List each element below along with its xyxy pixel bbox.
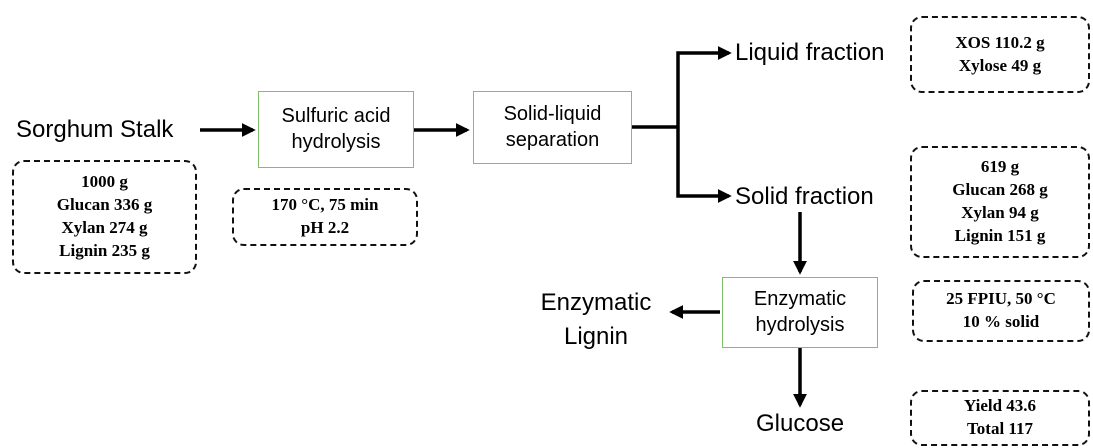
acid-conditions-line-1: 170 °C, 75 min [271, 195, 379, 215]
acid-conditions-line-2: pH 2.2 [300, 218, 350, 237]
liquid-products-line-2: Xylose 49 g [958, 55, 1042, 75]
solid-fraction-label: Solid fraction [735, 183, 874, 210]
enzymatic-hydrolysis-box: Enzymatic hydrolysis [722, 277, 878, 348]
glucose-label: Glucose [756, 410, 845, 437]
feedstock-note: 1000 g Glucan 336 g Xylan 274 g Lignin 2… [12, 160, 197, 274]
feedstock-line-3: Xylan 274 g [61, 218, 148, 237]
feedstock-line-2: Glucan 336 g [56, 195, 153, 215]
liquid-products-note: XOS 110.2 g Xylose 49 g [910, 16, 1090, 93]
acid-hydrolysis-box: Sulfuric acid hydrolysis [258, 91, 414, 168]
enzyme-conditions-line-1: 25 FPIU, 50 °C [946, 289, 1056, 309]
liquid-products-line-1: XOS 110.2 g [955, 32, 1045, 52]
enzymatic-lignin-label: Enzymatic Lignin [530, 286, 662, 353]
separation-box: Solid-liquid separation [473, 91, 632, 164]
enzymatic-lignin-line-2: Lignin [563, 322, 629, 350]
enzymatic-lignin-line-1: Enzymatic [540, 289, 652, 316]
enzymatic-hydrolysis-line-2: hydrolysis [755, 313, 845, 336]
glucose-result-note: Yield 43.6 Total 117 [910, 390, 1090, 446]
solid-composition-line-2: Glucan 268 g [952, 180, 1048, 200]
liquid-fraction-label: Liquid fraction [735, 39, 885, 66]
acid-hydrolysis-line-1: Sulfuric acid [281, 104, 391, 127]
enzymatic-hydrolysis-line-1: Enzymatic [753, 287, 847, 310]
arrow-split-to-liquid [676, 46, 732, 127]
sorghum-stalk-label: Sorghum Stalk [16, 116, 174, 143]
enzyme-conditions-line-2: 10 % solid [962, 312, 1040, 331]
separation-line-2: separation [505, 128, 600, 151]
glucose-result-line-2: Total 117 [967, 419, 1033, 438]
solid-composition-note: 619 g Glucan 268 g Xylan 94 g Lignin 151… [910, 146, 1090, 258]
enzyme-conditions-note: 25 FPIU, 50 °C 10 % solid [912, 280, 1090, 342]
glucose-result-line-1: Yield 43.6 [963, 396, 1037, 416]
solid-composition-line-3: Xylan 94 g [961, 203, 1039, 222]
feedstock-line-4: Lignin 235 g [59, 240, 150, 260]
solid-composition-line-4: Lignin 151 g [954, 225, 1046, 245]
feedstock-line-1: 1000 g [81, 172, 128, 192]
solid-composition-line-1: 619 g [980, 157, 1020, 177]
acid-conditions-note: 170 °C, 75 min pH 2.2 [232, 188, 418, 246]
arrow-split-to-solid [676, 127, 732, 203]
separation-line-1: Solid-liquid [503, 102, 602, 125]
acid-hydrolysis-line-2: hydrolysis [291, 130, 381, 153]
